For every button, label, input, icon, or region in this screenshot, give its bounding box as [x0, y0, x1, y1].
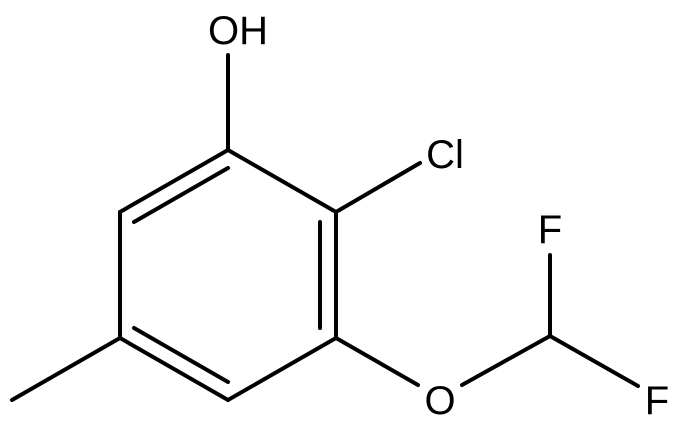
- bond-c3-c4: [226, 336, 338, 402]
- bond-c6-c1: [118, 148, 230, 214]
- bond-chf2-f-bottom: [548, 334, 640, 388]
- hydroxyl-label: OH: [208, 9, 268, 53]
- bond-c2-cl: [334, 161, 422, 214]
- bond-c3-o: [334, 336, 420, 387]
- bond-c6-c1-inner: [132, 166, 230, 224]
- bond-c1-c2: [226, 148, 338, 214]
- bond-c4-c5-inner: [132, 326, 230, 384]
- fluorine-top-label: F: [538, 208, 562, 252]
- benzene-ring: [118, 148, 338, 402]
- bond-c5-methyl: [10, 336, 122, 402]
- bond-o-chf2: [460, 334, 552, 387]
- bond-c4-c5: [118, 336, 230, 402]
- fluorine-bottom-label: F: [645, 379, 669, 423]
- chloro-label: Cl: [426, 133, 464, 177]
- ether-oxygen-label: O: [424, 379, 455, 423]
